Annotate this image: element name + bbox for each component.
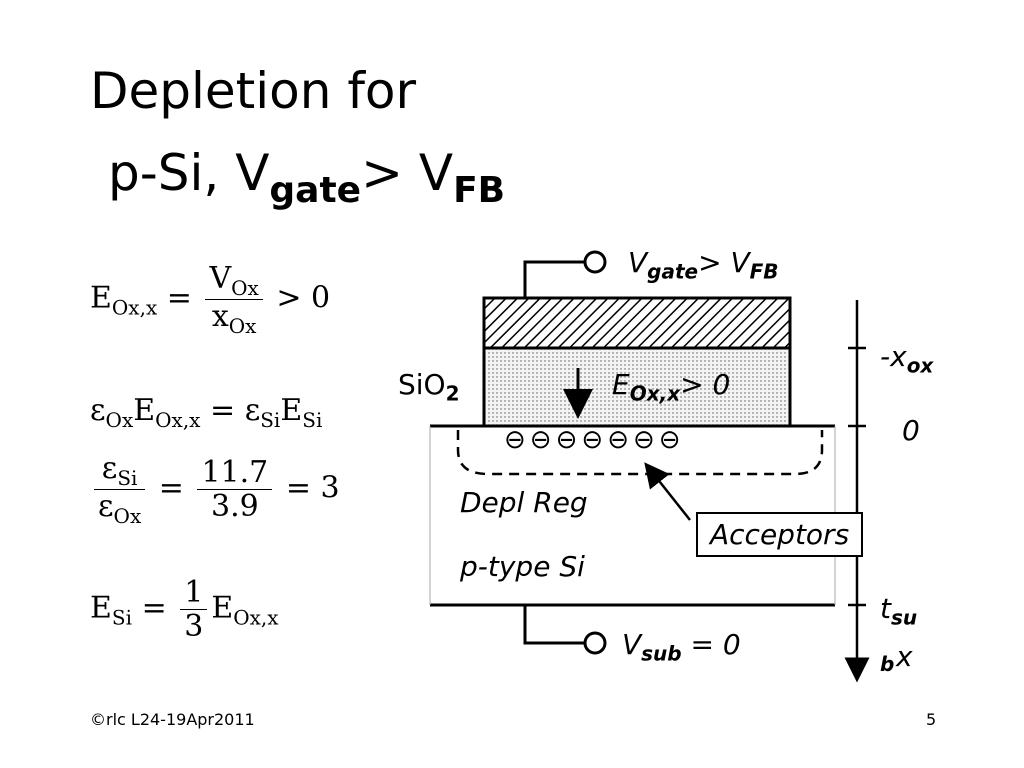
eq4-lhs: E [90,590,112,626]
substrate-lead [523,605,585,645]
axis-label-tsub: tsu [880,592,918,630]
title-gt: > V [361,144,454,202]
eq2-eps-ox: ε [90,393,106,428]
eq3-fraction-num: 11.7 3.9 [197,456,273,524]
title-gate-sub: gate [269,170,362,211]
equation-1: EOx,x = VOx xOx > 0 [90,262,330,337]
eq2-e-si-sub: Si [302,408,323,432]
eq3-num-sub: Si [117,466,138,490]
eq2-eps-ox-sub: Ox [105,408,134,432]
eq1-rhs: > 0 [276,280,331,316]
acceptor-pointer [644,462,691,521]
sio2-label: SiO2 [398,368,460,406]
eq4-equals: = [141,590,167,626]
eq1-lhs: E [90,280,112,316]
eq4-num: 1 [180,576,208,610]
eq2-e-ox-sub: Ox,x [155,408,201,432]
gate-lead [523,260,585,298]
eq3-den2: 3.9 [211,489,259,524]
field-label: EOx,x> 0 [612,368,731,406]
title-line2: p-Si, Vgate> VFB [108,148,505,209]
eq2-e-ox: E [133,393,156,428]
axis-label-zero: 0 [902,414,920,447]
substrate-terminal [583,631,607,655]
acceptors-box: Acceptors [696,512,864,557]
acceptor-charges: ⊖⊖⊖⊖⊖⊖⊖ [504,425,685,455]
eq3-num2: 11.7 [197,456,273,490]
eq1-num-sub: Ox [231,276,259,300]
vgate-label: Vgate> VFB [628,246,779,284]
eq2-e-si: E [280,393,303,428]
eq2-eps-si: ε [244,393,261,428]
equation-3: εSi εOx = 11.7 3.9 = 3 [90,452,340,527]
eq1-den-sub: Ox [228,314,257,338]
eq4-rhs: E [211,590,234,626]
eq2-eps-si-sub: Si [260,408,281,432]
eq1-lhs-sub: Ox,x [111,295,158,320]
eq4-rhs-sub: Ox,x [233,605,279,630]
charge-2: ⊖ [529,425,556,455]
eq3-den: ε [98,489,114,524]
page-number: 5 [926,710,937,729]
eq1-num: V [209,261,232,296]
charge-1: ⊖ [504,425,530,455]
eq3-result: = 3 [285,470,340,506]
axis-label-x: x [896,640,913,673]
footer-copyright: ©rlc L24-19Apr2011 [90,710,255,729]
charge-4: ⊖ [581,425,608,455]
axis-label-b: b [880,652,895,676]
oxide-layer [482,346,792,428]
depl-reg-label: Depl Reg [460,486,588,519]
charge-5: ⊖ [607,425,633,455]
title-fb-sub: FB [453,170,506,211]
title-line1: Depletion for [90,62,417,120]
eq4-lhs-sub: Si [111,605,133,630]
eq3-equals: = [158,470,184,506]
eq1-den: x [211,299,229,334]
eq1-equals: = [166,280,192,316]
eq3-num: ε [101,451,118,486]
equation-2: εOxEOx,x = εSiESi [90,393,322,432]
charge-7: ⊖ [658,425,685,455]
ptype-label: p-type Si [460,550,585,583]
eq3-den-sub: Ox [113,504,142,528]
eq2-equals: = [210,393,236,428]
gate-terminal [583,250,607,274]
charge-6: ⊖ [632,425,659,455]
charge-3: ⊖ [555,425,582,455]
eq4-fraction: 1 3 [180,576,208,644]
metal-gate [482,296,792,350]
eq1-fraction: VOx xOx [205,261,263,338]
axis-label-neg-xox: -xox [880,340,934,378]
title-psi: p-Si, V [108,144,270,202]
eq3-fraction-eps: εSi εOx [94,451,146,528]
vsub-label: Vsub = 0 [622,628,741,666]
equation-4: ESi = 1 3 EOx,x [90,576,279,643]
eq4-den: 3 [184,609,204,644]
